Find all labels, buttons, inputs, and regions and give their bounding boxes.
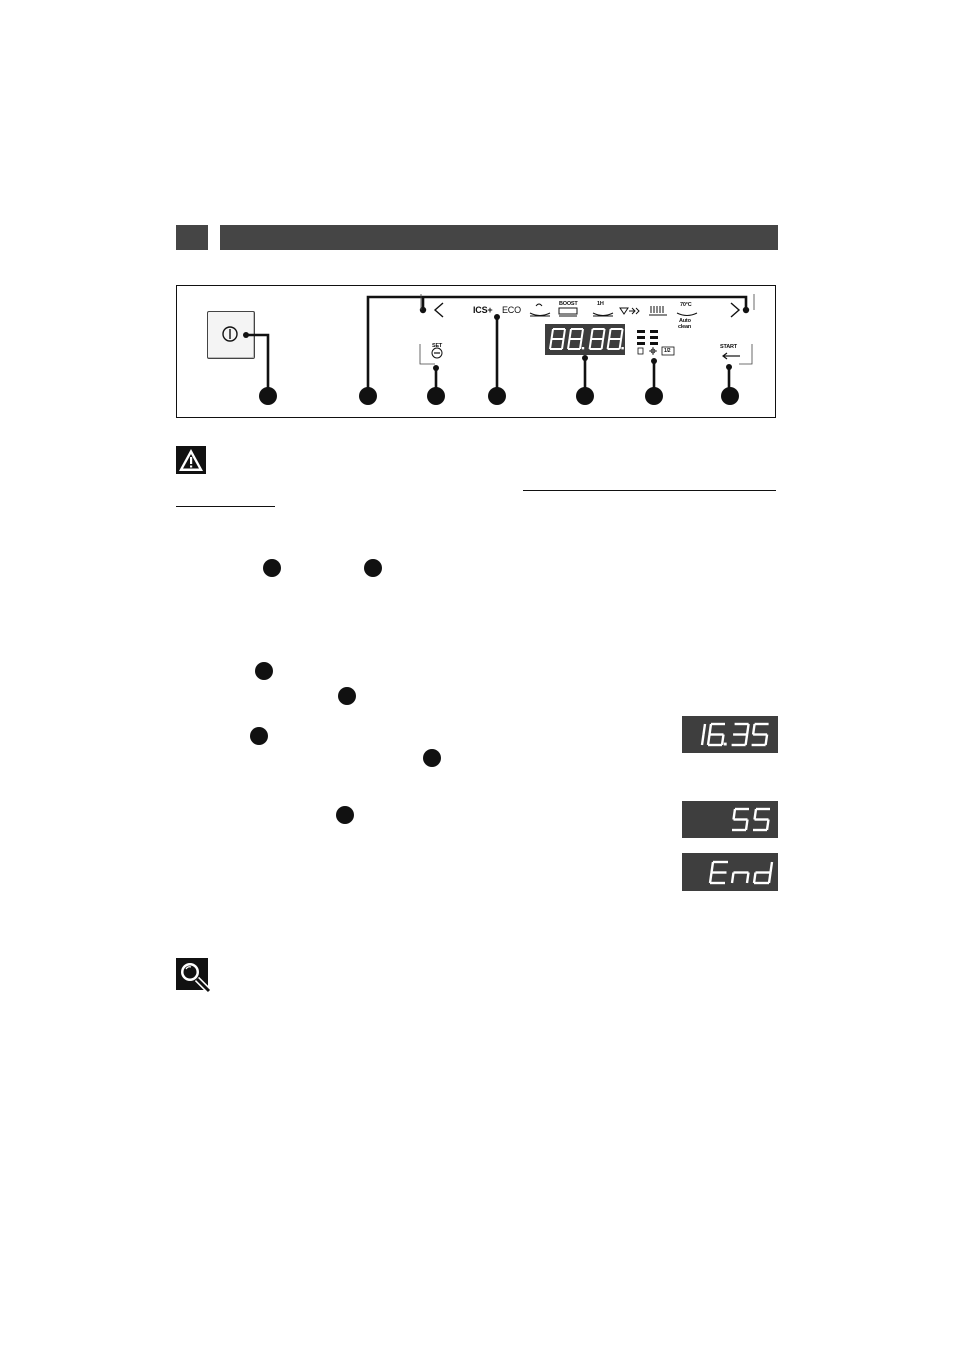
- reference-bullet: [338, 687, 356, 705]
- set-label: SET: [432, 343, 443, 349]
- temp-label: 70°C: [680, 302, 692, 308]
- display-minutes-digits: 55: [682, 801, 770, 832]
- segment: [550, 328, 554, 340]
- segment: [608, 328, 612, 340]
- segment: [580, 328, 584, 340]
- segment: [606, 338, 611, 350]
- underline-rule: [523, 490, 776, 491]
- status-icons: [637, 346, 675, 356]
- callout-bullet: [259, 387, 277, 405]
- reference-bullet: [263, 559, 281, 577]
- display-end: End: [682, 853, 778, 891]
- segment: [588, 338, 593, 350]
- display-end-digits: End: [682, 853, 774, 885]
- segment: [767, 872, 772, 884]
- program-icons: [529, 303, 698, 317]
- callout-bullet: [645, 387, 663, 405]
- display-text: End: [682, 853, 684, 854]
- reference-bullet: [255, 662, 273, 680]
- callout-bullet: [721, 387, 739, 405]
- callout-bullet: [576, 387, 594, 405]
- segment: [744, 734, 749, 746]
- segment: [568, 328, 572, 340]
- segment: [751, 723, 756, 735]
- segment: [579, 338, 583, 350]
- segment: [562, 328, 566, 340]
- callout-bullet: [359, 387, 377, 405]
- chevron-left-icon: [433, 302, 444, 318]
- section-title-bar: [220, 225, 778, 250]
- segment: [700, 734, 705, 746]
- segment: [753, 808, 758, 820]
- segment: [708, 872, 713, 884]
- reference-bullet: [364, 559, 382, 577]
- reference-bullet: [336, 806, 354, 824]
- arrow-left-icon: [722, 352, 740, 360]
- auto-label: Auto: [679, 318, 691, 324]
- segment: [745, 723, 750, 735]
- eco-label[interactable]: ECO: [502, 305, 521, 315]
- segment: [618, 338, 623, 350]
- half-load-label: 1/2: [664, 348, 671, 354]
- segment: [567, 338, 571, 350]
- segment: [561, 338, 565, 350]
- segment: [620, 328, 624, 340]
- segment: [708, 723, 713, 735]
- start-label[interactable]: START: [720, 344, 737, 350]
- reference-bullet: [250, 727, 268, 745]
- segment: [710, 861, 715, 873]
- segment: [600, 338, 605, 350]
- segment: [765, 819, 770, 831]
- decimal-point: [581, 347, 585, 350]
- callout-bullet: [427, 387, 445, 405]
- panel-display: 88.88.: [545, 324, 625, 355]
- segment: [732, 808, 737, 820]
- ics-label[interactable]: ICS+: [473, 305, 493, 315]
- display-minutes: 55: [682, 801, 778, 838]
- warning-icon: [176, 446, 206, 474]
- segment: [602, 328, 606, 340]
- display-text: 88.88.: [545, 324, 549, 325]
- segment: [720, 734, 725, 746]
- search-icon: [176, 958, 212, 994]
- segment: [706, 734, 711, 746]
- boost-label: BOOST: [559, 301, 578, 307]
- display-time-digits: 16.35: [682, 716, 769, 747]
- control-panel-diagram: SET ICS+ ECO BOOST 1H 70°C Auto clean ST…: [176, 285, 776, 418]
- segment: [702, 723, 707, 735]
- panel-display-digits: 88.88.: [545, 324, 624, 350]
- decimal-point: [621, 347, 624, 350]
- segment: [745, 872, 750, 884]
- clean-label: clean: [678, 324, 692, 330]
- segment: [769, 861, 774, 873]
- minus-icon: [431, 347, 443, 359]
- segment: [764, 734, 769, 746]
- segment: [549, 338, 553, 350]
- display-time: 16.35: [682, 716, 778, 753]
- display-text: 55: [682, 801, 684, 802]
- section-marker-bar: [176, 225, 208, 250]
- segment: [744, 819, 749, 831]
- chevron-right-icon: [730, 302, 741, 318]
- segment: [730, 872, 735, 884]
- one-hour-label: 1H: [597, 301, 604, 307]
- underline-rule: [176, 506, 275, 507]
- callout-bullet: [488, 387, 506, 405]
- display-text: 16.35: [682, 716, 685, 717]
- power-icon: [222, 326, 238, 342]
- decimal-point: [723, 742, 727, 746]
- segment: [752, 872, 757, 884]
- level-indicators: [637, 330, 658, 345]
- reference-bullet: [423, 749, 441, 767]
- segment: [590, 328, 594, 340]
